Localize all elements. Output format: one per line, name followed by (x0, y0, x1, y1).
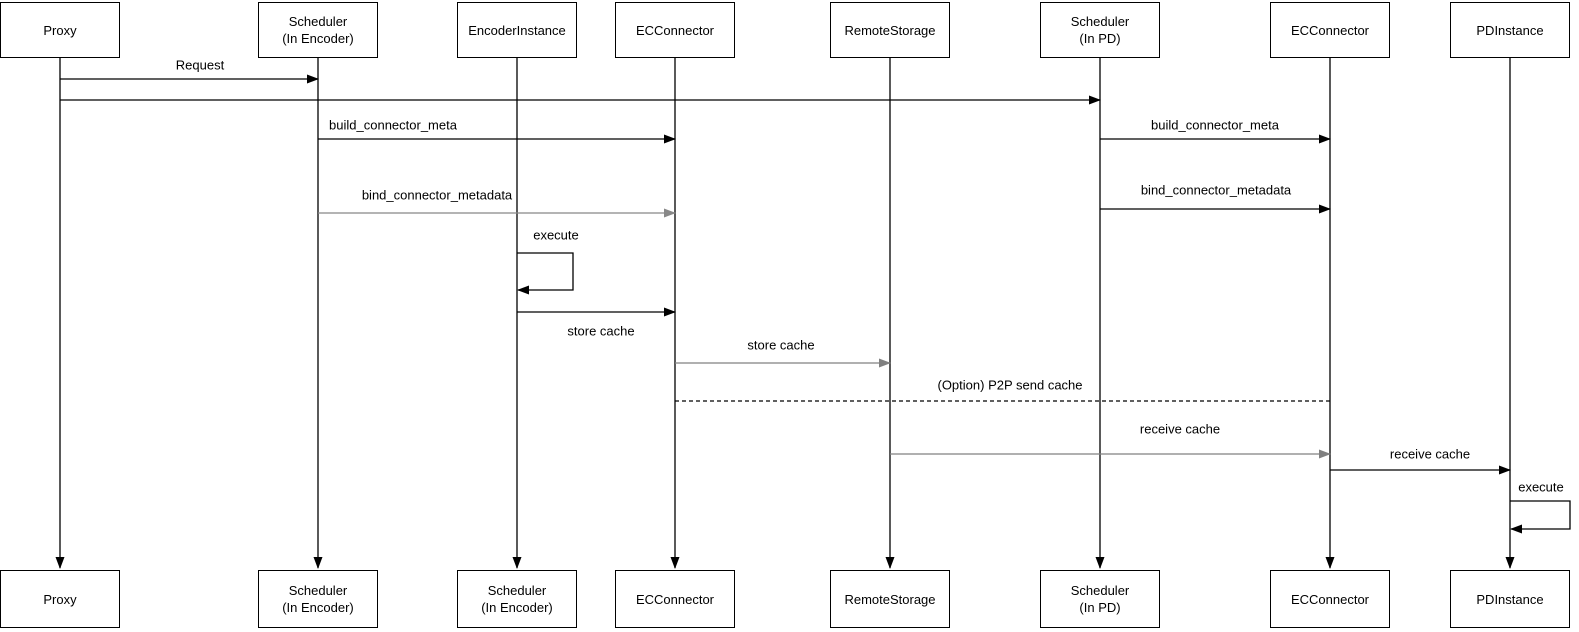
participant-label-line: PDInstance (1476, 591, 1544, 607)
participant-top-ecconnector-1[interactable]: ECConnector (615, 2, 735, 58)
participant-label-line: (In Encoder) (282, 31, 354, 46)
participant-label-line: Scheduler (1070, 14, 1130, 29)
participant-bottom-scheduler-encoder[interactable]: Scheduler (In Encoder) (258, 570, 378, 628)
participant-label-line: ECConnector (1290, 591, 1370, 607)
participant-label-line: (In PD) (1079, 600, 1121, 615)
participant-label-line: ECConnector (635, 591, 715, 607)
participant-top-proxy[interactable]: Proxy (0, 2, 120, 58)
lifelines-group (55, 58, 1515, 569)
participant-label-line: RemoteStorage (844, 22, 936, 38)
participant-label-line: (In Encoder) (481, 600, 553, 615)
participant-label-line: Scheduler (288, 583, 348, 598)
participant-bottom-ecconnector-2[interactable]: ECConnector (1270, 570, 1390, 628)
message-p2p-send-cache-label: (Option) P2P send cache (937, 377, 1083, 393)
participant-top-encoder-instance[interactable]: EncoderInstance (457, 2, 577, 58)
message-bind-connector-metadata-r-label: bind_connector_metadata (1140, 182, 1292, 198)
participant-label-line: RemoteStorage (844, 591, 936, 607)
participant-label-line: PDInstance (1476, 22, 1544, 38)
self-call-arrow-execute-pd (1510, 500, 1571, 534)
message-build-connector-meta-r-label: build_connector_meta (1151, 117, 1279, 133)
message-store-cache-remote-label: store cache (747, 337, 815, 353)
participant-bottom-encoder-instance[interactable]: Scheduler (In Encoder) (457, 570, 577, 628)
self-call-arrow-execute-encoder (517, 252, 574, 295)
message-lines-group (60, 74, 1571, 534)
participant-label-line: Proxy (43, 591, 77, 607)
self-call-execute-encoder-label: execute (533, 227, 579, 243)
participant-label-line: (In Encoder) (282, 600, 354, 615)
message-build-connector-meta-l-label: build_connector_meta (329, 117, 457, 133)
participant-bottom-remote-storage[interactable]: RemoteStorage (830, 570, 950, 628)
participant-bottom-proxy[interactable]: Proxy (0, 570, 120, 628)
participant-label-line: ECConnector (635, 22, 715, 38)
participant-label-line: (In PD) (1079, 31, 1121, 46)
message-bind-connector-metadata-l-label: bind_connector_metadata (361, 187, 513, 203)
participant-label-line: Scheduler (288, 14, 348, 29)
message-encoder-to-ecconnector-label: store cache (567, 323, 635, 339)
participant-label-line: Scheduler (1070, 583, 1130, 598)
participant-bottom-scheduler-pd[interactable]: Scheduler (In PD) (1040, 570, 1160, 628)
participant-bottom-ecconnector-1[interactable]: ECConnector (615, 570, 735, 628)
participant-bottom-pd-instance[interactable]: PDInstance (1450, 570, 1570, 628)
participant-label-line: Scheduler (487, 583, 547, 598)
self-call-execute-pd-label: execute (1518, 479, 1564, 495)
message-receive-cache-1-label: receive cache (1139, 421, 1221, 437)
participant-top-remote-storage[interactable]: RemoteStorage (830, 2, 950, 58)
participant-top-ecconnector-2[interactable]: ECConnector (1270, 2, 1390, 58)
participant-label-line: Proxy (43, 22, 77, 38)
participant-label-line: ECConnector (1290, 22, 1370, 38)
participant-top-pd-instance[interactable]: PDInstance (1450, 2, 1570, 58)
participant-top-scheduler-pd[interactable]: Scheduler (In PD) (1040, 2, 1160, 58)
message-receive-cache-2-label: receive cache (1389, 446, 1471, 462)
message-request-label: Request (175, 57, 225, 73)
participant-top-scheduler-encoder[interactable]: Scheduler (In Encoder) (258, 2, 378, 58)
participant-label-line: EncoderInstance (468, 22, 566, 38)
